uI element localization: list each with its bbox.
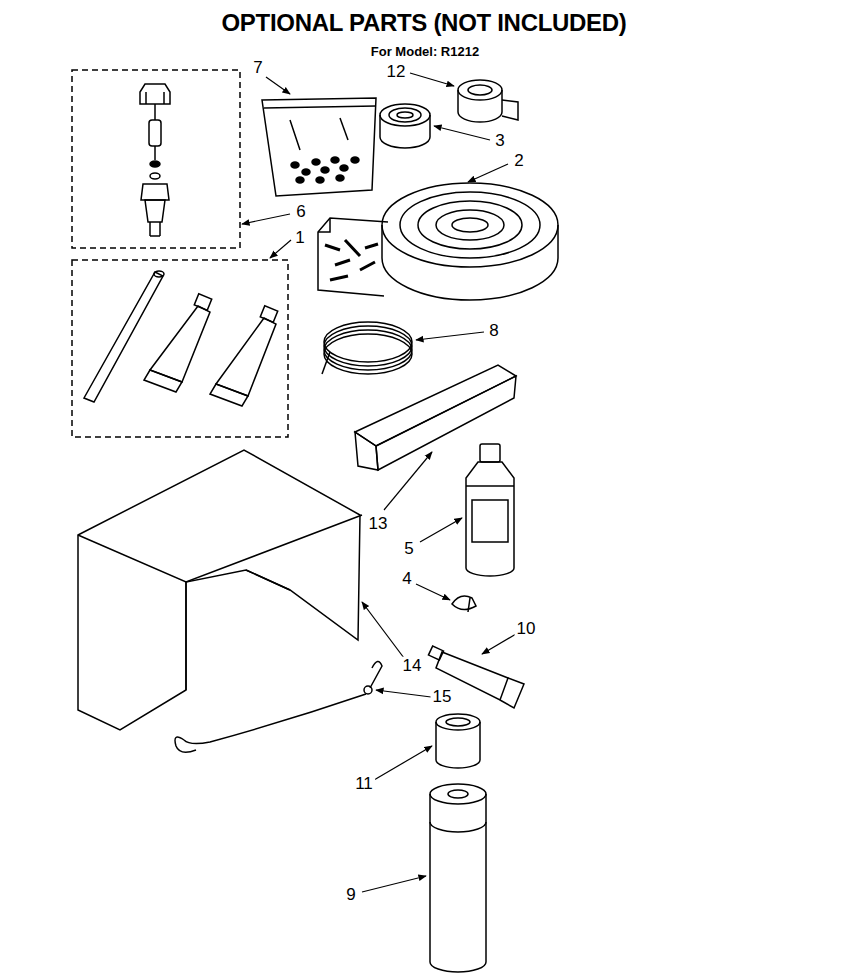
callout-number: 5 — [402, 540, 415, 559]
group-box — [72, 70, 240, 248]
bulb — [452, 596, 476, 612]
tube — [428, 646, 524, 708]
wire-coil — [322, 322, 412, 374]
valve-part — [140, 84, 170, 236]
bottle — [466, 444, 514, 576]
callout-number: 1 — [293, 229, 306, 248]
tape-roll — [458, 80, 518, 122]
callout-number: 12 — [385, 63, 408, 82]
callout-number: 7 — [251, 59, 264, 78]
callout-number: 14 — [401, 657, 424, 676]
parts-bag — [262, 98, 376, 196]
callout-number: 15 — [431, 688, 454, 707]
callout-number: 6 — [294, 203, 307, 222]
callout-number: 8 — [487, 322, 500, 341]
callout-number: 4 — [400, 570, 413, 589]
foam-bar — [355, 365, 516, 470]
cover — [78, 450, 362, 730]
callout-number: 3 — [493, 132, 506, 151]
cord — [175, 661, 382, 752]
tape-cup — [436, 714, 480, 768]
insulation-roll — [318, 183, 558, 300]
sealant-kit — [84, 271, 278, 406]
tape-roll — [380, 104, 430, 148]
callout-number: 10 — [515, 620, 538, 639]
diagram-title: OPTIONAL PARTS (NOT INCLUDED) — [219, 10, 628, 36]
spray-can — [430, 784, 486, 972]
leader-line — [242, 73, 516, 892]
model-note: For Model: R1212 — [369, 45, 481, 59]
group-box — [72, 260, 288, 437]
callout-number: 13 — [367, 515, 390, 534]
callout-number: 11 — [353, 775, 375, 794]
callout-number: 2 — [512, 152, 525, 171]
callout-number: 9 — [344, 886, 357, 905]
